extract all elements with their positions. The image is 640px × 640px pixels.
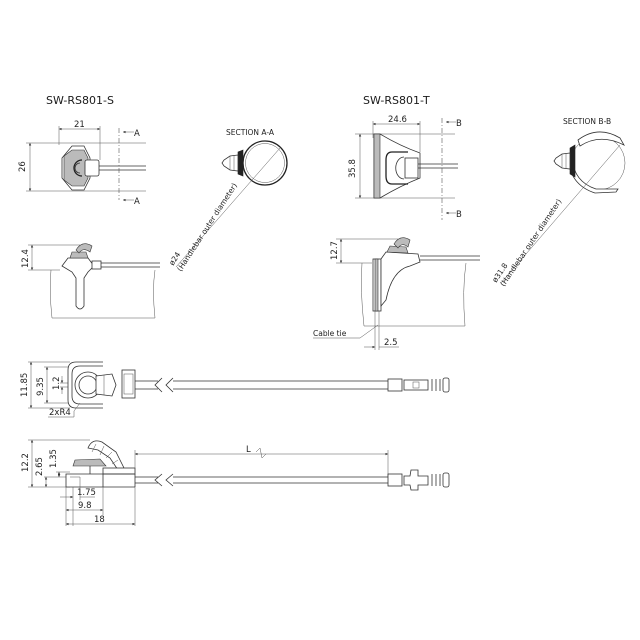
section-b-b-view: SECTION B-B ø31.8 (Handlebar outer diame… — [490, 117, 626, 288]
dim-step2: 1.35 — [49, 449, 59, 468]
section-marker-a-bottom: A — [134, 197, 140, 207]
s-diameter-note: (Handlebar outer diameter) — [175, 181, 239, 273]
dim-small: 1.2 — [52, 376, 62, 390]
dim-inner-height: 9.35 — [36, 377, 46, 396]
t-diameter-note: (Handlebar outer diameter) — [498, 197, 563, 288]
dim-t-width: 24.6 — [388, 115, 407, 125]
section-marker-b-bottom: B — [456, 210, 462, 220]
section-marker-a-top: A — [134, 129, 140, 139]
model-s-title: SW-RS801-S — [46, 94, 114, 107]
dim-t-height: 35.8 — [348, 159, 358, 178]
dim-length: 18 — [94, 515, 105, 525]
dim-base: 9.8 — [78, 501, 92, 511]
dim-t-side-height: 12.7 — [330, 241, 340, 260]
section-a-a-view: SECTION A-A ø24 (Handlebar outer diamete… — [167, 128, 288, 273]
dim-s-width: 21 — [74, 120, 85, 130]
dim-cable-tie: 2.5 — [384, 338, 398, 348]
section-marker-b-top: B — [456, 119, 462, 129]
dim-side-height: 12.2 — [21, 453, 31, 472]
cable-length-label: L — [246, 445, 251, 455]
radius-label: 2xR4 — [49, 408, 71, 418]
dim-offset: 1.75 — [77, 488, 96, 498]
cable-side-view: 12.2 2.65 1.35 L — [21, 439, 450, 526]
model-s-side-view: 12.4 — [21, 243, 160, 319]
dim-s-height: 26 — [18, 161, 28, 172]
model-s-front-view: 21 26 A A — [18, 120, 146, 207]
model-t-title: SW-RS801-T — [363, 94, 430, 107]
dim-s-side-height: 12.4 — [21, 249, 31, 268]
cable-tie-label: Cable tie — [313, 329, 347, 338]
dim-step1: 2.65 — [35, 457, 45, 476]
model-t-side-view: 12.7 Cable tie 2.5 — [313, 237, 480, 350]
model-t-front-view: 24.6 35.8 B B — [348, 115, 462, 220]
section-b-b-label: SECTION B-B — [563, 117, 611, 126]
cable-top-view: 11.85 9.35 1.2 2xR — [20, 361, 450, 418]
dim-overall-height: 11.85 — [20, 373, 30, 397]
section-a-a-label: SECTION A-A — [226, 128, 275, 137]
